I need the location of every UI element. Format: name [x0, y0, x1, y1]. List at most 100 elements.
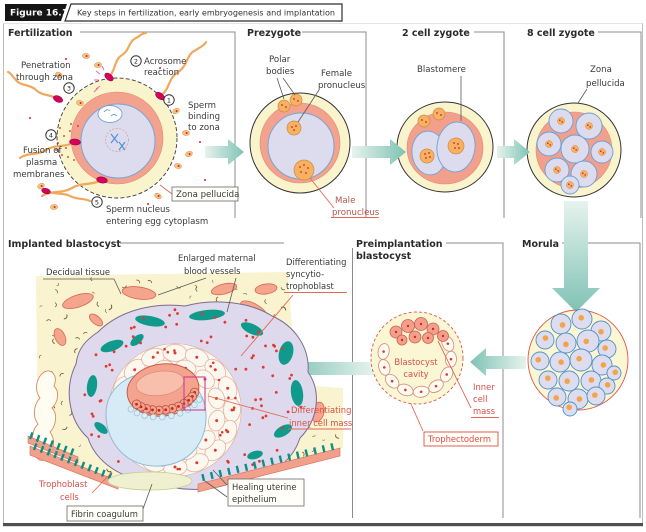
- granule: [303, 164, 305, 166]
- title-2cell: 2 cell zygote: [402, 28, 470, 39]
- nucleus: [598, 148, 606, 156]
- texture-mark: [147, 280, 153, 284]
- nucleus: [580, 170, 588, 178]
- panel-preimplantation: Blastocyst cavity Inner cell mass Trophe…: [370, 311, 499, 447]
- nucleus: [176, 312, 179, 315]
- sperm-penetrating: [6, 70, 63, 103]
- granule: [55, 149, 57, 151]
- chromosome-ring: [105, 128, 129, 152]
- nucleus: [173, 351, 177, 355]
- nucleus: [535, 356, 542, 363]
- label-fusion-2: plasma: [26, 158, 57, 168]
- granule: [77, 125, 79, 127]
- figure-header: Figure 16.1 Key steps in fertilization, …: [5, 3, 343, 22]
- nucleus: [244, 318, 248, 322]
- epithelium-cell: [53, 450, 59, 459]
- arrow-2cell-to-8cell: [497, 139, 530, 165]
- sperm-acrosome: [93, 31, 148, 93]
- epithelium-band-left-upper: [27, 435, 79, 464]
- label-diff-icm-2: inner cell mass: [289, 418, 352, 428]
- nucleus: [245, 334, 249, 338]
- label-cavity-1: Blastocyst: [394, 357, 438, 367]
- nucleus: [151, 355, 155, 359]
- granule: [584, 174, 586, 176]
- label-cavity-2: cavity: [403, 369, 428, 379]
- nucleus: [142, 316, 145, 320]
- texture-mark: [54, 289, 58, 294]
- texture-mark: [60, 400, 64, 406]
- nucleus: [104, 364, 108, 368]
- panel-implanted: Decidual tissue Enlarged maternal blood …: [27, 253, 352, 522]
- inner-cell-mass-cells: [389, 317, 449, 346]
- panel-fertilization: 1 2 3 4 5 Sperm binding to zona Acrosome…: [6, 31, 239, 227]
- cumulus-nucleus: [188, 153, 191, 155]
- nucleus: [244, 367, 248, 371]
- epithelium-cell: [39, 445, 45, 454]
- nucleus: [258, 459, 261, 463]
- cumulus-nucleus: [79, 102, 82, 104]
- label-sperm-binding-2: binding: [188, 112, 220, 122]
- label-trophectoderm: Trophectoderm: [427, 434, 491, 444]
- fringe-cell: [176, 410, 184, 417]
- texture-mark: [264, 299, 267, 305]
- nucleus: [400, 338, 404, 342]
- sperm-extra: [41, 187, 92, 203]
- sperm-head: [96, 176, 108, 184]
- nucleus: [209, 365, 212, 368]
- label-entering-2: entering egg cytoplasm: [106, 217, 208, 227]
- lacuna: [94, 422, 108, 434]
- nucleus: [156, 351, 159, 354]
- nucleus: [178, 467, 181, 471]
- meiotic-spindle: [97, 105, 123, 123]
- nucleus: [251, 335, 255, 339]
- nucleus: [583, 338, 590, 345]
- label-trophoblast-1: Trophoblast: [38, 479, 88, 489]
- nucleus: [566, 181, 574, 189]
- label-acrosome-2: reaction: [144, 68, 179, 78]
- nucleus: [544, 375, 551, 381]
- epithelium-cell: [100, 469, 106, 477]
- nucleus: [94, 353, 98, 357]
- fringe-cell: [159, 414, 166, 421]
- uterine-epithelium-cells: [28, 431, 335, 482]
- texture-mark: [62, 426, 68, 430]
- sperm-head: [41, 187, 51, 195]
- fringe-cell: [196, 396, 203, 403]
- nucleus: [173, 308, 177, 312]
- texture-mark: [136, 279, 141, 284]
- nucleus: [108, 363, 112, 367]
- epithelium-cell: [235, 465, 240, 474]
- granule: [589, 126, 591, 128]
- figure-frame: [3, 23, 643, 527]
- syncytio-nuclei: [83, 308, 303, 483]
- nucleus: [157, 408, 161, 412]
- nucleus: [132, 325, 136, 329]
- texture-mark: [46, 319, 52, 322]
- granule: [73, 159, 75, 161]
- nucleus: [261, 365, 265, 369]
- title-implanted: Implanted blastocyst: [8, 239, 121, 250]
- maternal-vessel: [121, 286, 157, 300]
- epithelium-cell: [313, 447, 317, 455]
- label-diff-icm-1: Differentiating: [291, 405, 351, 415]
- texture-mark: [74, 348, 78, 354]
- nucleus: [129, 326, 133, 330]
- panel-morula: [527, 308, 629, 417]
- texture-mark: [91, 291, 95, 294]
- texture-mark: [75, 337, 80, 340]
- arrow-prezygote-to-2cell: [352, 139, 406, 165]
- arrow-fert-to-prezygote: [205, 139, 244, 165]
- sperm-head: [53, 95, 63, 103]
- epithelium-cell: [60, 453, 65, 462]
- prezygote-labels: Polar bodies Female pronucleus Male pron…: [266, 55, 380, 218]
- nucleus: [390, 379, 394, 383]
- epithelium-cell: [321, 445, 326, 453]
- step-2-num: 2: [134, 57, 138, 65]
- nucleus: [131, 335, 135, 339]
- nucleus: [168, 313, 172, 317]
- acrosome-granules: [54, 123, 79, 161]
- nucleus: [133, 368, 137, 372]
- nucleus: [576, 355, 582, 362]
- nucleus: [205, 341, 209, 344]
- nucleus: [447, 137, 465, 155]
